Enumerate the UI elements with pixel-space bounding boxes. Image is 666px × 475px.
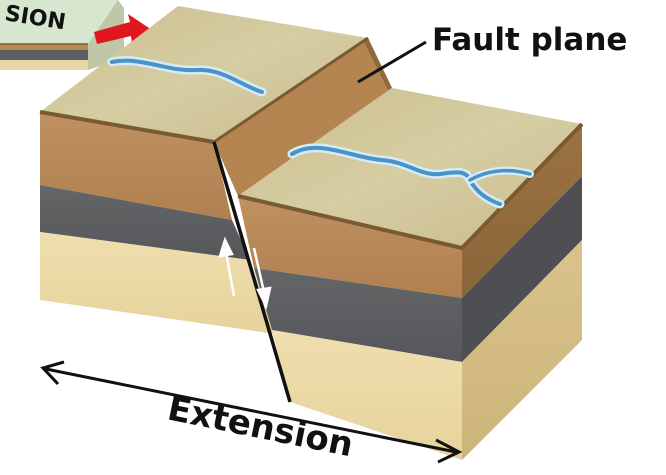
fault-plane-label: Fault plane bbox=[432, 22, 627, 58]
